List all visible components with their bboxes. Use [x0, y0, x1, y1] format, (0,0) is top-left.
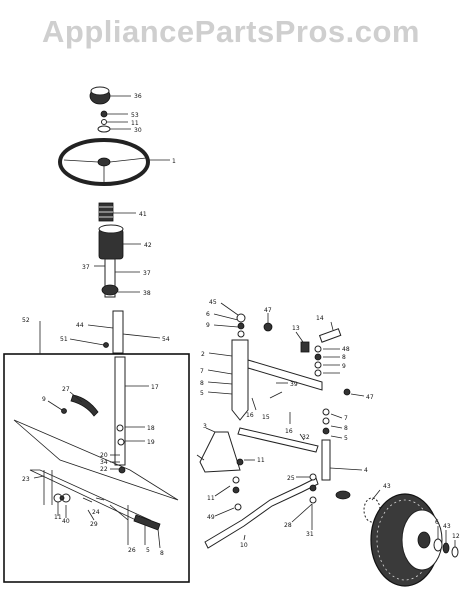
part-label: 27 [62, 386, 70, 393]
part-label: 8 [200, 380, 204, 387]
part-label: 28 [284, 522, 292, 529]
part-labels: 36 53 11 30 1 41 42 37 37 38 52 44 51 54… [22, 93, 460, 557]
part-label: 49 [207, 514, 215, 521]
part-label: 41 [139, 211, 147, 218]
part-label: 43 [443, 523, 451, 530]
steering-adapter [98, 202, 114, 222]
part-label: 39 [290, 381, 298, 388]
part-label: 42 [144, 242, 152, 249]
drag-link [204, 473, 319, 549]
part-label: 8 [344, 425, 348, 432]
part-label: 5 [146, 547, 150, 554]
part-label: 11 [257, 457, 265, 464]
part-label: 9 [206, 322, 210, 329]
part-label: 6 [206, 311, 210, 318]
part-label: 15 [262, 414, 270, 421]
part-label: 12 [452, 533, 460, 540]
inset-box [3, 321, 190, 583]
spindle-arm-left [196, 427, 255, 517]
part-label: 43 [383, 483, 391, 490]
steering-shaft-lower [69, 310, 161, 354]
part-label: 34 [100, 459, 108, 466]
part-label: 8 [342, 354, 346, 361]
part-label: 38 [143, 290, 151, 297]
part-label: 9 [42, 396, 46, 403]
steering-wheel [58, 138, 150, 186]
part-label: 9 [342, 363, 346, 370]
part-label: 3 [203, 423, 207, 430]
part-label: 24 [92, 509, 100, 516]
part-label: 22 [100, 466, 108, 473]
part-label: 31 [306, 531, 314, 538]
part-label: 14 [316, 315, 324, 322]
part-label: 13 [292, 325, 300, 332]
part-label: 47 [264, 307, 272, 314]
part-label: 20 [100, 452, 108, 459]
part-label: 26 [128, 547, 136, 554]
cap-fasteners [97, 110, 111, 133]
part-label: 7 [344, 415, 348, 422]
part-label: 37 [143, 270, 151, 277]
part-label: 29 [90, 521, 98, 528]
watermark: AppliancePartsPros.com [42, 14, 420, 49]
steering-wheel-cap [89, 86, 111, 105]
part-label: 45 [209, 299, 217, 306]
part-label: 1 [172, 158, 176, 165]
part-label: 10 [240, 542, 248, 549]
steering-shaft-upper [94, 258, 140, 298]
part-label: 23 [22, 476, 30, 483]
part-label: 8 [160, 550, 164, 557]
part-label: 6 [435, 519, 439, 526]
part-label: 7 [200, 368, 204, 375]
part-label: 40 [62, 518, 70, 525]
part-label: 5 [344, 435, 348, 442]
part-label: 48 [342, 346, 350, 353]
steering-sector-right [207, 302, 365, 481]
part-label: 5 [200, 390, 204, 397]
part-label: 16 [246, 412, 254, 419]
part-label: 4 [364, 467, 368, 474]
part-label: 16 [285, 428, 293, 435]
part-label: 18 [147, 425, 155, 432]
part-label: 52 [22, 317, 30, 324]
part-label: 11 [131, 120, 139, 127]
part-label: 54 [162, 336, 170, 343]
part-label: 36 [134, 93, 142, 100]
part-label: 53 [131, 112, 139, 119]
part-label: 11 [207, 495, 215, 502]
front-wheel [335, 489, 459, 587]
part-label: 51 [60, 336, 68, 343]
part-label: 37 [82, 264, 90, 271]
part-label: 47 [366, 394, 374, 401]
part-label: 32 [302, 434, 310, 441]
part-label: 2 [201, 351, 205, 358]
part-label: 30 [134, 127, 142, 134]
column-bushing [98, 224, 124, 260]
part-label: 19 [147, 439, 155, 446]
part-label: 17 [151, 384, 159, 391]
part-label: 11 [54, 514, 62, 521]
part-label: 44 [76, 322, 84, 329]
part-label: 25 [287, 475, 295, 482]
